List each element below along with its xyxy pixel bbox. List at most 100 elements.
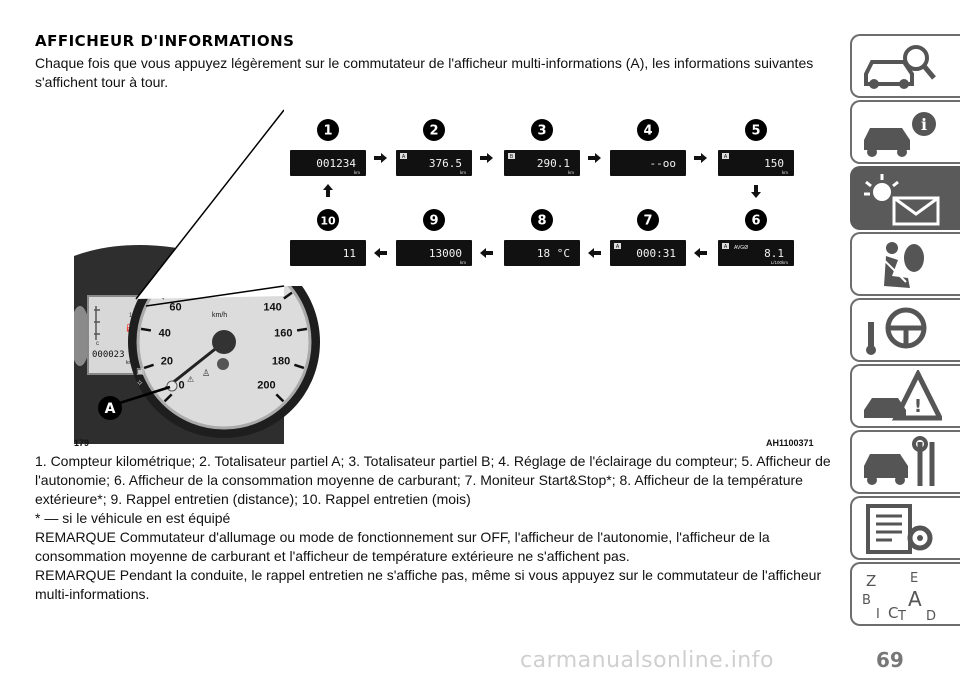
lcd-display [718,240,794,266]
tab-car-info[interactable]: i [850,100,960,164]
step-number-badge [745,119,767,141]
speed-unit: km/h [212,312,227,319]
callout-a-badge [98,396,122,420]
tab-starting-driving[interactable] [850,298,960,362]
car-search-icon [864,45,936,89]
lcd-odometer-unit: km [126,360,133,366]
sequence-arrow [694,153,707,163]
footnote: * — si le véhicule en est équipé [35,510,231,526]
tab-maintenance[interactable] [850,430,960,494]
speedometer-needle [165,340,225,390]
speedometer-label: 200 [257,379,275,391]
needle-hub [212,330,236,354]
left-gauge-edge [74,306,90,366]
lcd-unit: km [782,170,788,175]
callout-a-label: A [105,401,116,417]
lcd-value: 13000 [429,247,462,260]
step-number: 5 [751,124,760,139]
step-number: 8 [537,214,546,229]
lcd-display [290,150,366,176]
speedometer-tick [283,291,293,300]
index-letter: C [888,604,898,622]
lcd-unit: km [460,170,466,175]
step-number: 3 [537,124,546,139]
step-number-badge [531,119,553,141]
index-letter: D [926,609,936,622]
lcd-display [718,150,794,176]
lcd-unit: km [460,260,466,265]
tab-specifications[interactable] [850,496,960,560]
step-number-badge [317,209,339,231]
breakdown-triangle-icon: ! [864,370,942,421]
page-number: 69 [876,648,904,672]
speedometer-label: 160 [274,328,292,340]
lcd-display [610,150,686,176]
car-info-icon: i [864,112,936,157]
lcd-value: 001234 [316,157,356,170]
lcd-display [290,240,366,266]
sequence-arrow [374,153,387,163]
sequence-arrow [480,248,493,258]
step-number: 7 [643,214,652,229]
lcd-value: 11 [343,247,356,260]
section-heading: AFFICHEUR D'INFORMATIONS [35,32,295,50]
step-number: 10 [320,215,336,228]
sequence-arrow [751,185,761,198]
tab-car-search[interactable] [850,34,960,98]
figure-caption: 1. Compteur kilométrique; 2. Totalisateu… [35,453,831,507]
lcd-value: --oo [650,157,677,170]
trip-badge-label: A [724,244,728,250]
sequence-arrow [323,184,333,197]
step-number-badge [637,209,659,231]
trip-badge [400,153,407,159]
remark-1: REMARQUE Commutateur d'allumage ou mode … [35,529,770,564]
step-number: 9 [429,214,438,229]
lcd-value: 290.1 [537,157,570,170]
index-letter: B [862,593,871,608]
tab-safety[interactable] [850,232,960,296]
speedometer-label: 140 [263,302,281,314]
speedometer-label: 0 [179,379,185,391]
tab-emergency[interactable]: ! [850,364,960,428]
index-letter: T [897,609,906,622]
sequence-arrow [588,153,601,163]
step-number-badge [423,209,445,231]
multi-info-switch[interactable] [166,380,178,392]
specifications-icon [866,504,933,554]
car-maintenance-icon [864,436,935,486]
lcd-value: 150 [764,157,784,170]
speedometer-label: 20 [161,356,173,368]
svg-text:i: i [921,115,927,134]
lcd-display [504,150,580,176]
trip-badge-label: B [510,154,514,160]
figure-reference: AH1100371 [766,438,814,448]
lcd-unit: km [568,170,574,175]
sequence-arrow [480,153,493,163]
step-number-badge [745,209,767,231]
speedometer-tick [296,327,308,332]
remark-2: REMARQUE Pendant la conduite, le rappel … [35,567,822,602]
body-text: 1. Compteur kilométrique; 2. Totalisateu… [35,452,835,604]
step-number: 1 [323,124,332,139]
lcd-value: 8.1 [764,247,784,260]
svg-text:!: ! [914,396,922,417]
alphabetical-index-icon: Z E B A I C T D [862,571,936,622]
speedometer-tick [143,363,155,370]
zoom-line-bottom [145,285,285,307]
lcd-display [396,240,472,266]
speedometer-tick [275,393,285,403]
lcd-odometer: 000023 [92,350,125,360]
trip-badge-label: A [724,154,728,160]
watermark: carmanualsonline.info [520,648,774,673]
tab-warning-lights[interactable] [850,166,960,230]
figure-illustration: 1 ⛽ c 000023 km 020406080100120140160180… [74,109,808,444]
trip-badge [722,243,729,249]
lcd-value: 18 °C [537,247,570,260]
lcd-extra-label: AVGØ [734,245,748,251]
step-number: 4 [643,124,652,139]
speedometer-label: 180 [272,356,290,368]
tab-index[interactable]: Z E B A I C T D [850,562,960,626]
dimmer-icon: ✧ [136,379,144,389]
steering-wheel-key-icon [866,307,927,355]
door-icon: ⚠ [187,375,194,384]
